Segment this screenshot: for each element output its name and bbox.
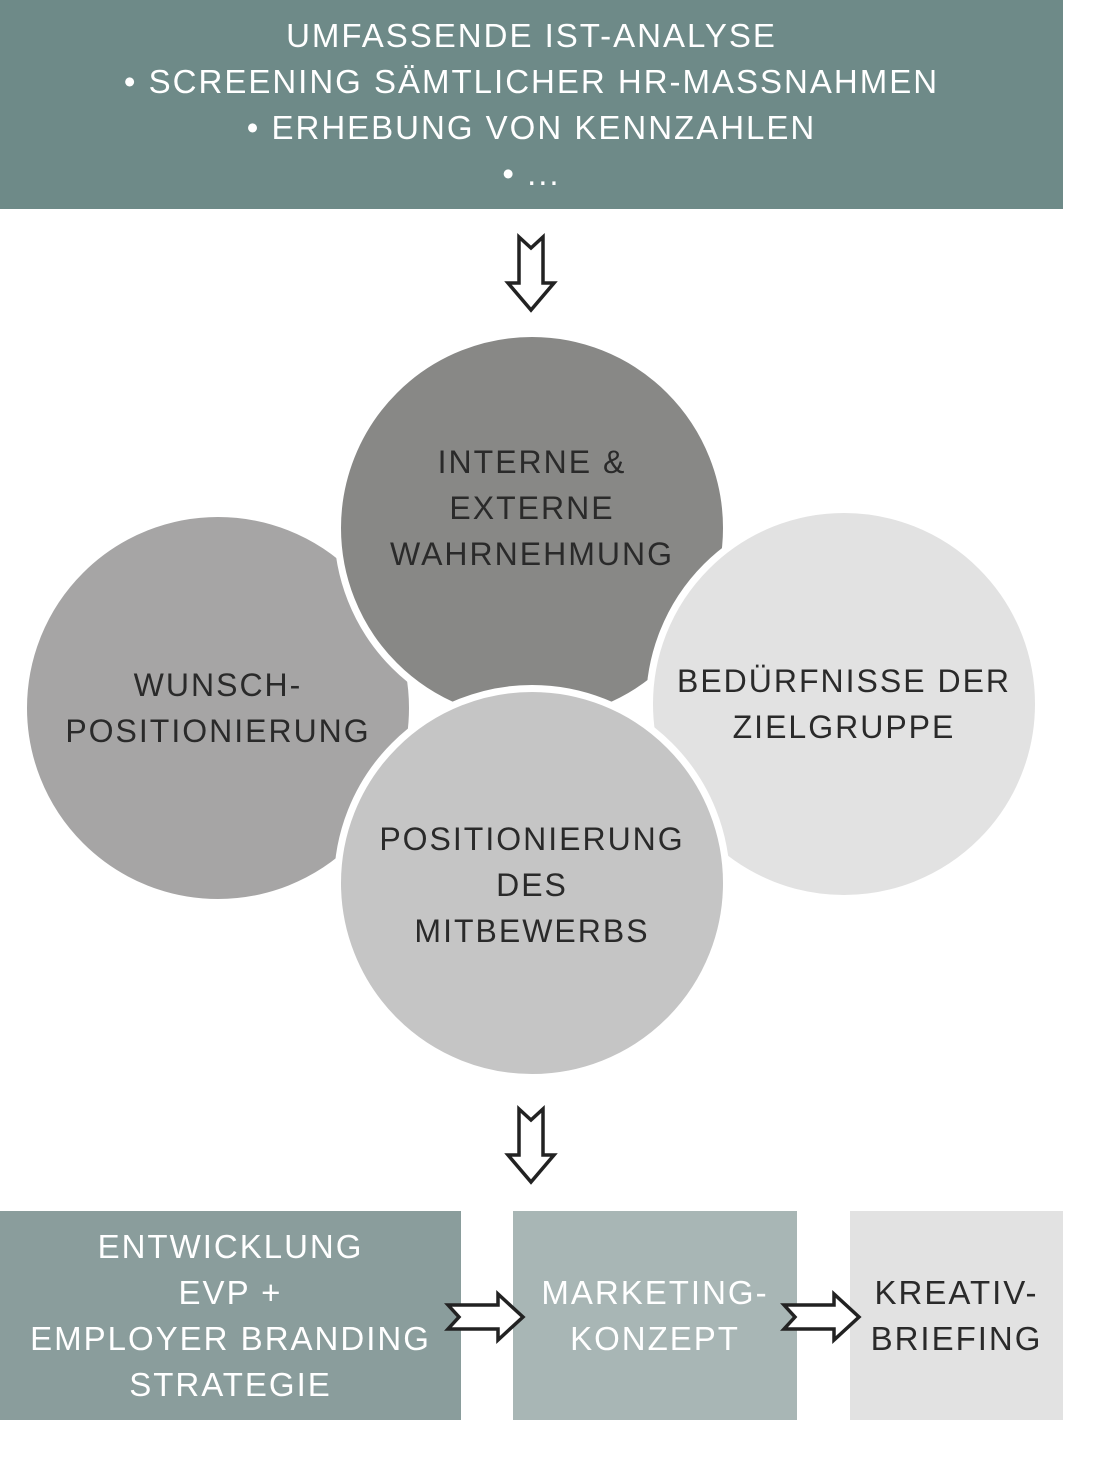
- marketing-label: KONZEPT: [570, 1319, 740, 1357]
- circle-label: BEDÜRFNISSE DER: [676, 663, 1012, 699]
- analysis-bullet: • ...: [502, 154, 561, 192]
- down-arrow-icon: [504, 233, 558, 313]
- right-arrow-icon: [444, 1290, 526, 1344]
- circle-label: INTERNE &: [437, 444, 627, 480]
- circle-label: ZIELGRUPPE: [732, 709, 956, 745]
- strategy-box: ENTWICKLUNG EVP + EMPLOYER BRANDING STRA…: [0, 1211, 461, 1420]
- analysis-title: UMFASSENDE IST-ANALYSE: [286, 16, 777, 54]
- briefing-box: KREATIV- BRIEFING: [850, 1211, 1063, 1420]
- circle-mitbewerb: POSITIONIERUNG DES MITBEWERBS: [334, 685, 730, 1081]
- briefing-label: BRIEFING: [870, 1319, 1043, 1357]
- strategy-label: EMPLOYER BRANDING: [30, 1319, 431, 1357]
- down-arrow-icon: [504, 1105, 558, 1185]
- circle-label: POSITIONIERUNG: [379, 821, 685, 857]
- strategy-label: STRATEGIE: [129, 1365, 332, 1403]
- circle-label: POSITIONIERUNG: [65, 713, 371, 749]
- analysis-bullet: • SCREENING SÄMTLICHER HR-MASSNAHMEN: [123, 62, 940, 100]
- circle-label: MITBEWERBS: [414, 913, 650, 949]
- strategy-label: EVP +: [178, 1273, 283, 1311]
- marketing-box: MARKETING- KONZEPT: [513, 1211, 797, 1420]
- circle-label: DES: [496, 867, 568, 903]
- analysis-bullet: • ERHEBUNG VON KENNZAHLEN: [246, 108, 817, 146]
- circle-label: WUNSCH-: [133, 667, 303, 703]
- circle-label: EXTERNE: [449, 490, 615, 526]
- briefing-label: KREATIV-: [874, 1273, 1039, 1311]
- right-arrow-icon: [780, 1290, 862, 1344]
- circle-label: WAHRNEHMUNG: [390, 536, 674, 572]
- marketing-label: MARKETING-: [541, 1273, 769, 1311]
- analysis-box: UMFASSENDE IST-ANALYSE • SCREENING SÄMTL…: [0, 0, 1063, 209]
- strategy-label: ENTWICKLUNG: [97, 1227, 364, 1265]
